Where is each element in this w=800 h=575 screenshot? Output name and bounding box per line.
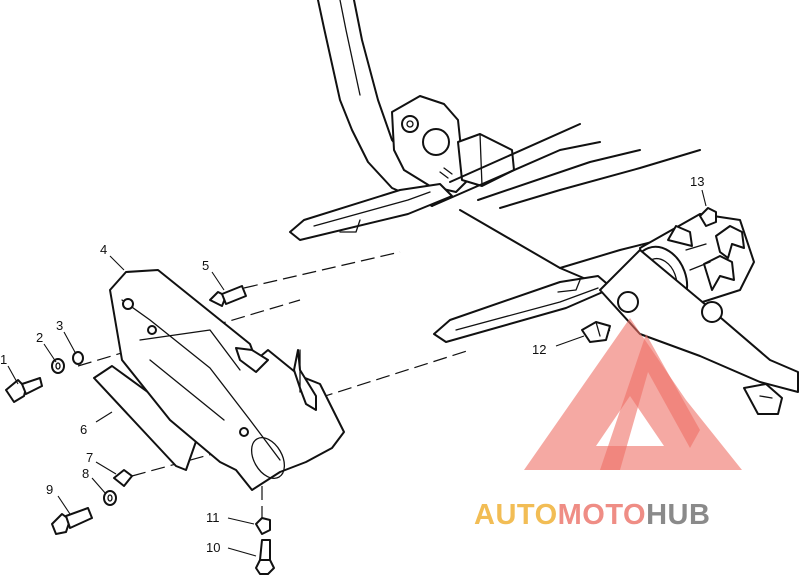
part-number-2: 2: [36, 330, 43, 345]
part-number-5: 5: [202, 258, 209, 273]
part-13-nut: [699, 207, 717, 227]
part-number-6: 6: [80, 422, 87, 437]
clamp-assembly: [599, 213, 799, 415]
watermark-hub: HUB: [646, 499, 710, 531]
watermark-moto: MOTO: [558, 499, 646, 531]
part-5-bolt: [209, 285, 247, 307]
frame-upright: [317, 0, 515, 207]
part-number-11: 11: [206, 510, 220, 525]
frame-rails: [289, 123, 701, 343]
part-number-8: 8: [82, 466, 89, 481]
part-number-9: 9: [46, 482, 53, 497]
svg-text:AUTOMOTOHUB: AUTOMOTOHUB: [474, 499, 710, 531]
part-8-washer: [103, 490, 117, 506]
part-4-cover: [109, 269, 345, 491]
part-7-plug: [113, 469, 133, 487]
watermark-logo: AUTOMOTOHUB: [474, 318, 742, 531]
part-number-13: 13: [690, 174, 704, 189]
part-number-4: 4: [100, 242, 107, 257]
part-number-7: 7: [86, 450, 93, 465]
part-number-3: 3: [56, 318, 63, 333]
part-1-screw: [5, 377, 43, 403]
part-10-bolt: [255, 539, 275, 575]
leader-lines: [7, 189, 707, 557]
part-2-washer: [51, 358, 65, 374]
part-number-10: 10: [206, 540, 220, 555]
part-number-1: 1: [0, 352, 7, 367]
watermark-auto: AUTO: [474, 499, 558, 531]
part-3-nut: [72, 351, 84, 365]
part-numbers: 1 2 3 4 5 6 7 8 9 10 11 12 13: [0, 174, 704, 555]
part-number-12: 12: [532, 342, 546, 357]
part-11-nut: [255, 517, 271, 535]
part-6-strip: [93, 365, 201, 471]
part-9-bolt: [51, 507, 93, 535]
part-12-clip: [581, 321, 611, 343]
